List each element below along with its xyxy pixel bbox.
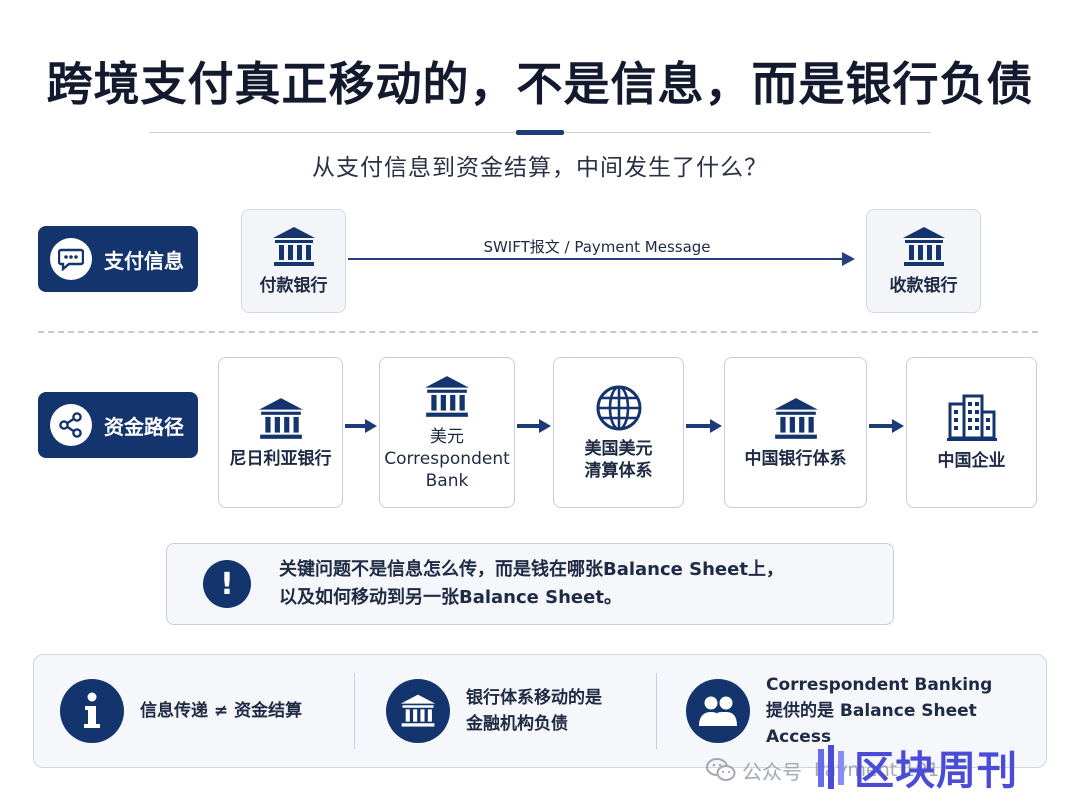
section-divider [38, 331, 1038, 333]
chat-bubble-icon [50, 238, 92, 280]
key-insight-callout: ! 关键问题不是信息怎么传，而是钱在哪张Balance Sheet上， 以及如何… [166, 543, 894, 625]
summary-divider [354, 673, 355, 749]
callout-line-2: 以及如何移动到另一张Balance Sheet。 [279, 587, 622, 608]
title-divider-accent [516, 130, 564, 135]
callout-line-1: 关键问题不是信息怎么传，而是钱在哪张Balance Sheet上， [279, 559, 784, 580]
message-arrow-line [348, 258, 846, 260]
summary-item-correspondent: Correspondent Banking 提供的是 Balance Sheet… [686, 655, 1046, 767]
summary-item-info: 信息传递 ≠ 资金结算 [60, 655, 302, 767]
share-icon [50, 404, 92, 446]
funds-arrow [345, 419, 377, 433]
funds-node-label: 中国企业 [937, 450, 1006, 471]
brand-logo-icon [818, 745, 844, 789]
funds-node-label: 美元 Correspondent Bank [384, 426, 510, 491]
funds-node-label: 尼日利亚银行 [229, 448, 332, 469]
pill-label: 支付信息 [104, 248, 184, 273]
watermark-brand: 区块周刊 [816, 738, 1018, 796]
summary-item-bank: 银行体系移动的是 金融机构负债 [386, 655, 602, 767]
payer-bank-box: 付款银行 [241, 209, 346, 313]
users-icon [686, 679, 750, 743]
pill-payment-info: 支付信息 [38, 226, 198, 292]
watermark-account: 公众号 Payment 101 [706, 748, 940, 792]
funds-node-nigeria-bank: 尼日利亚银行 [218, 357, 343, 508]
payee-bank-label: 收款银行 [889, 276, 958, 296]
message-arrow-head [842, 252, 855, 266]
building-icon [946, 394, 997, 441]
pill-label: 资金路径 [104, 414, 184, 439]
payer-bank-label: 付款银行 [259, 276, 328, 296]
exclamation-icon: ! [203, 560, 251, 608]
watermark-prefix: 公众号 [742, 759, 802, 784]
summary-divider [656, 673, 657, 749]
funds-node-usd-correspondent: 美元 Correspondent Bank [379, 357, 515, 508]
funds-node-label: 美国美元 清算体系 [584, 438, 653, 481]
message-label: SWIFT报文 / Payment Message [483, 238, 711, 256]
bank-icon [902, 227, 945, 266]
funds-arrow [869, 419, 904, 433]
wechat-icon [706, 758, 736, 781]
page-title: 跨境支付真正移动的，不是信息，而是银行负债 [46, 57, 1034, 111]
funds-node-label: 中国银行体系 [744, 448, 847, 469]
summary-panel: 信息传递 ≠ 资金结算 银行体系移动的是 金融机构负债 [33, 654, 1047, 768]
summary-text: Correspondent Banking 提供的是 Balance Sheet… [766, 675, 993, 747]
funds-node-us-clearing: 美国美元 清算体系 [553, 357, 684, 508]
bank-icon [773, 397, 818, 439]
bank-icon [258, 397, 303, 439]
brand-text: 区块周刊 [854, 748, 1018, 794]
summary-text: 银行体系移动的是 金融机构负债 [466, 688, 602, 734]
payee-bank-box: 收款银行 [866, 209, 981, 313]
funds-node-china-banks: 中国银行体系 [724, 357, 867, 508]
callout-text: 关键问题不是信息怎么传，而是钱在哪张Balance Sheet上， 以及如何移动… [279, 556, 784, 612]
bank-icon [386, 679, 450, 743]
bank-icon [272, 227, 315, 266]
bank-icon [425, 375, 469, 417]
summary-text: 信息传递 ≠ 资金结算 [140, 701, 303, 721]
funds-node-china-enterprise: 中国企业 [906, 357, 1037, 508]
pill-funds-path: 资金路径 [38, 392, 198, 458]
globe-icon [596, 385, 641, 430]
page-subtitle: 从支付信息到资金结算，中间发生了什么？ [312, 155, 768, 181]
info-icon [60, 679, 124, 743]
funds-arrow [517, 419, 551, 433]
funds-arrow [686, 419, 722, 433]
watermark-name: Payment 101 [814, 759, 940, 781]
